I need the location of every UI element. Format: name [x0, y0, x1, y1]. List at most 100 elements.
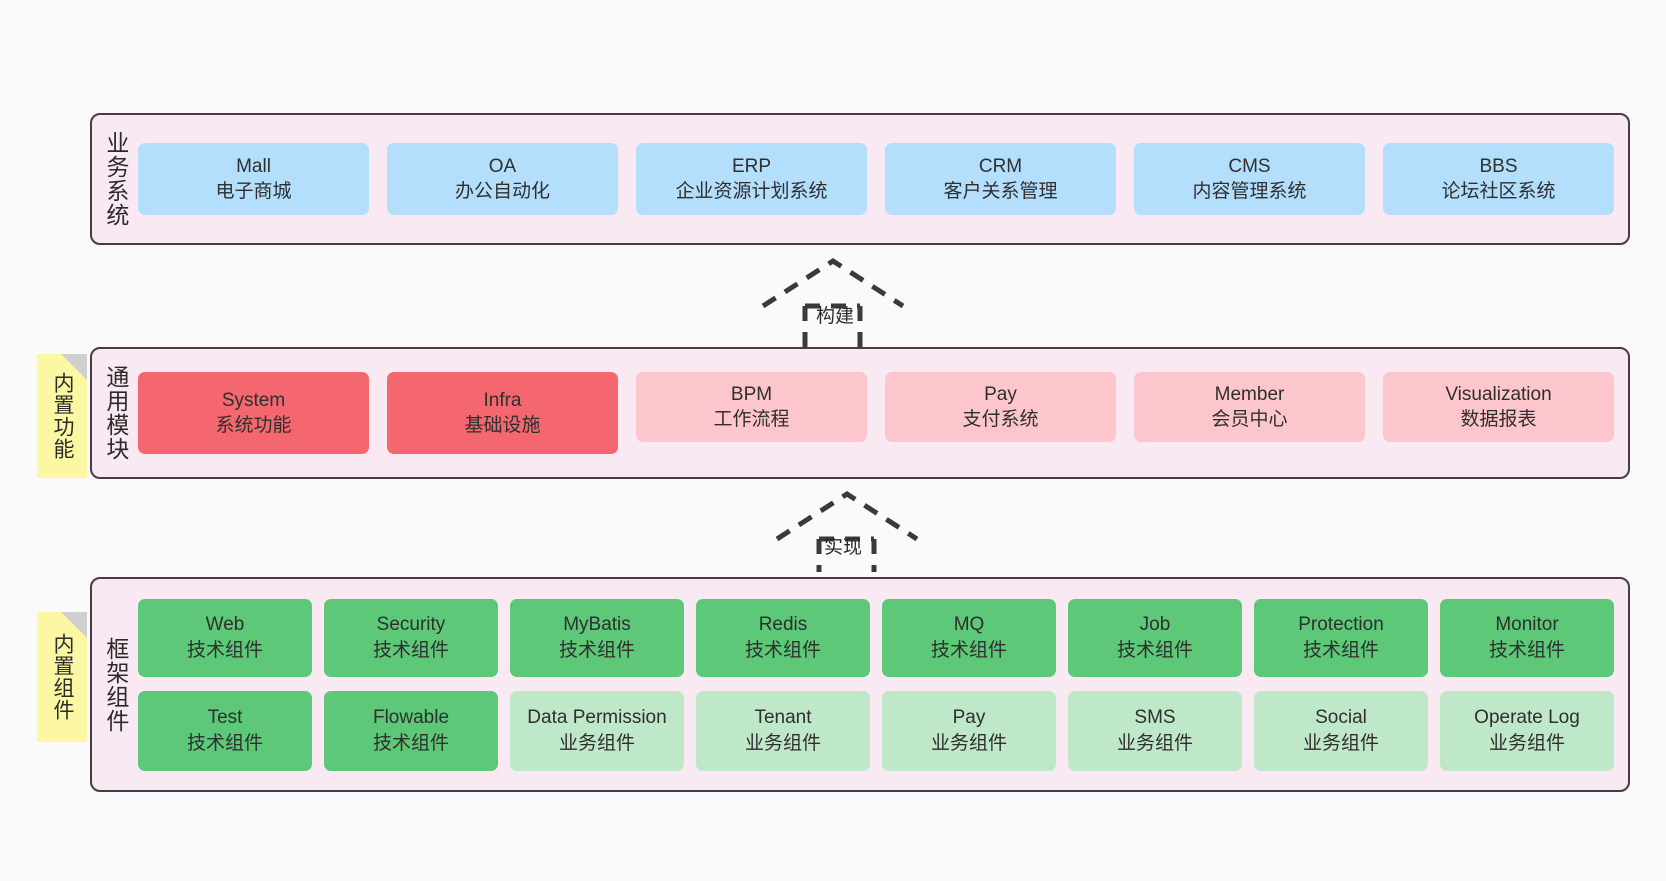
card-operate-log[interactable]: Operate Log 业务组件 — [1440, 690, 1614, 771]
card-social-cn: 业务组件 — [1302, 732, 1379, 754]
card-web[interactable]: Web 技术组件 — [138, 598, 312, 677]
card-mq[interactable]: MQ 技术组件 — [882, 598, 1056, 677]
card-tenant-en: Tenant — [754, 707, 812, 729]
card-redis[interactable]: Redis 技术组件 — [696, 598, 870, 677]
card-mq-en: MQ — [953, 614, 985, 636]
connector-build-arrow — [761, 258, 905, 354]
layer-title-framework-component: 框架组件 — [102, 636, 129, 733]
card-system-cn: 系统功能 — [215, 415, 292, 436]
card-erp-cn: 企业资源计划系统 — [675, 181, 828, 202]
layer-business-system[interactable]: 业务系统 Mall 电子商城 OA 办公自动化 ERP 企业资源计划系统 CRM… — [90, 113, 1630, 245]
card-row-business-components: Test 技术组件 Flowable 技术组件 Data Permission … — [138, 690, 1614, 771]
card-cms[interactable]: CMS 内容管理系统 — [1134, 143, 1365, 215]
connector-build-label: 构建 — [816, 306, 855, 327]
card-bbs-en: BBS — [1479, 155, 1518, 177]
card-mybatis-cn: 技术组件 — [558, 639, 635, 661]
layer-title-business-system: 业务系统 — [102, 131, 129, 227]
card-monitor-en: Monitor — [1495, 614, 1559, 636]
card-mq-cn: 技术组件 — [930, 639, 1007, 661]
card-mall-cn: 电子商城 — [215, 181, 292, 202]
card-crm[interactable]: CRM 客户关系管理 — [885, 143, 1116, 215]
card-pay-business-cn: 业务组件 — [930, 732, 1007, 754]
card-pay-business-en: Pay — [952, 707, 986, 729]
connector-implement-arrow — [775, 491, 919, 572]
card-crm-en: CRM — [978, 155, 1023, 177]
card-redis-cn: 技术组件 — [744, 639, 821, 661]
card-oa[interactable]: OA 办公自动化 — [387, 143, 618, 215]
card-protection-en: Protection — [1298, 614, 1384, 636]
card-monitor-cn: 技术组件 — [1488, 639, 1565, 661]
card-tenant-cn: 业务组件 — [744, 732, 821, 754]
card-data-permission[interactable]: Data Permission 业务组件 — [510, 690, 684, 771]
card-test[interactable]: Test 技术组件 — [138, 690, 312, 771]
card-data-permission-en: Data Permission — [527, 707, 667, 729]
card-job-en: Job — [1139, 614, 1171, 636]
card-social-en: Social — [1315, 707, 1367, 729]
card-sms-en: SMS — [1134, 707, 1176, 729]
card-monitor[interactable]: Monitor 技术组件 — [1440, 598, 1614, 677]
card-mybatis-en: MyBatis — [563, 614, 631, 636]
card-cms-en: CMS — [1228, 155, 1271, 177]
card-mall[interactable]: Mall 电子商城 — [138, 143, 369, 215]
layer-common-module[interactable]: 通用模块 System 系统功能 Infra 基础设施 BPM 工作流程 Pay… — [90, 347, 1630, 479]
card-sms[interactable]: SMS 业务组件 — [1068, 690, 1242, 771]
card-member[interactable]: Member 会员中心 — [1134, 372, 1365, 442]
card-job-cn: 技术组件 — [1116, 639, 1193, 661]
note-builtin-component-label: 内置组件 — [50, 633, 74, 721]
card-security[interactable]: Security 技术组件 — [324, 598, 498, 677]
connector-build: 构建 — [758, 256, 908, 354]
card-pay-business[interactable]: Pay 业务组件 — [882, 690, 1056, 771]
card-cms-cn: 内容管理系统 — [1192, 181, 1307, 202]
card-row-business: Mall 电子商城 OA 办公自动化 ERP 企业资源计划系统 CRM 客户关系… — [138, 143, 1614, 215]
card-protection[interactable]: Protection 技术组件 — [1254, 598, 1428, 677]
layer-body-business-system: Mall 电子商城 OA 办公自动化 ERP 企业资源计划系统 CRM 客户关系… — [138, 115, 1628, 243]
card-row-common: System 系统功能 Infra 基础设施 BPM 工作流程 Pay 支付系统… — [138, 372, 1614, 454]
card-visualization[interactable]: Visualization 数据报表 — [1383, 372, 1614, 442]
card-member-cn: 会员中心 — [1211, 409, 1288, 430]
card-security-cn: 技术组件 — [372, 639, 449, 661]
card-system[interactable]: System 系统功能 — [138, 372, 369, 454]
card-sms-cn: 业务组件 — [1116, 732, 1193, 754]
card-system-en: System — [221, 389, 286, 411]
card-visualization-cn: 数据报表 — [1460, 409, 1537, 430]
card-web-en: Web — [205, 614, 245, 636]
note-builtin-function-label: 内置功能 — [50, 372, 74, 460]
card-oa-en: OA — [488, 155, 517, 177]
card-bpm-en: BPM — [730, 383, 773, 405]
note-fold-corner-icon — [61, 354, 87, 380]
card-visualization-en: Visualization — [1445, 383, 1552, 405]
card-infra-en: Infra — [483, 389, 522, 411]
card-job[interactable]: Job 技术组件 — [1068, 598, 1242, 677]
card-flowable[interactable]: Flowable 技术组件 — [324, 690, 498, 771]
card-mybatis[interactable]: MyBatis 技术组件 — [510, 598, 684, 677]
layer-framework-component[interactable]: 框架组件 Web 技术组件 Security 技术组件 MyBatis 技术组件… — [90, 577, 1630, 792]
card-flowable-en: Flowable — [372, 707, 450, 729]
card-bbs[interactable]: BBS 论坛社区系统 — [1383, 143, 1614, 215]
card-social[interactable]: Social 业务组件 — [1254, 690, 1428, 771]
card-infra-cn: 基础设施 — [464, 415, 541, 436]
connector-implement: 实现 — [772, 489, 922, 572]
card-oa-cn: 办公自动化 — [454, 181, 550, 202]
card-mall-en: Mall — [236, 155, 271, 177]
card-data-permission-cn: 业务组件 — [558, 732, 635, 754]
card-redis-en: Redis — [758, 614, 808, 636]
card-test-en: Test — [207, 707, 243, 729]
card-tenant[interactable]: Tenant 业务组件 — [696, 690, 870, 771]
layer-title-common-module: 通用模块 — [102, 365, 129, 461]
layer-body-framework-component: Web 技术组件 Security 技术组件 MyBatis 技术组件 Redi… — [138, 579, 1628, 790]
layer-body-common-module: System 系统功能 Infra 基础设施 BPM 工作流程 Pay 支付系统… — [138, 349, 1628, 477]
card-bpm-cn: 工作流程 — [713, 409, 790, 430]
card-pay-common-en: Pay — [984, 383, 1017, 405]
note-fold-corner-icon — [61, 612, 87, 638]
card-infra[interactable]: Infra 基础设施 — [387, 372, 618, 454]
card-crm-cn: 客户关系管理 — [943, 181, 1058, 202]
card-operate-log-en: Operate Log — [1474, 707, 1580, 729]
card-pay-common[interactable]: Pay 支付系统 — [885, 372, 1116, 442]
card-operate-log-cn: 业务组件 — [1488, 732, 1565, 754]
card-flowable-cn: 技术组件 — [372, 732, 449, 754]
card-pay-common-cn: 支付系统 — [962, 409, 1039, 430]
card-erp[interactable]: ERP 企业资源计划系统 — [636, 143, 867, 215]
card-member-en: Member — [1214, 383, 1285, 405]
card-protection-cn: 技术组件 — [1302, 639, 1379, 661]
card-bpm[interactable]: BPM 工作流程 — [636, 372, 867, 442]
